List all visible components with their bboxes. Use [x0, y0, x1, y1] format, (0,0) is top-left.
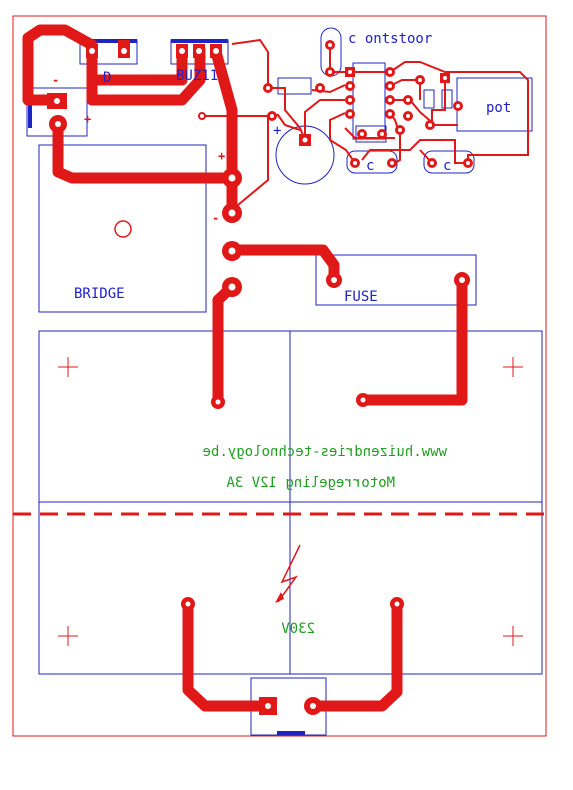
- cap-a-label: c: [366, 158, 374, 174]
- fuse-outline: [315, 254, 477, 306]
- board-outline: [12, 15, 547, 737]
- title-text: Motorregeling 12V 3A: [226, 475, 395, 491]
- pads: [47, 40, 473, 715]
- transistor-label: BUZ11: [176, 68, 218, 84]
- diode-label: D: [103, 70, 111, 86]
- mains-voltage-text: 230V: [281, 621, 315, 637]
- pot-label: pot: [486, 100, 511, 116]
- bridge-minus-label: -: [212, 211, 219, 225]
- high-voltage-symbol: [277, 544, 301, 603]
- elco-plus-label: +: [273, 123, 281, 139]
- dc-plus-label: +: [84, 112, 91, 126]
- bridge-outline: [38, 144, 207, 313]
- website-text: www.huizendries-technology.be: [203, 444, 447, 460]
- power-traces: [22, 24, 468, 712]
- bridge-label: BRIDGE: [74, 286, 125, 302]
- fuse-label: FUSE: [344, 289, 378, 305]
- cap-b-label: c: [443, 158, 451, 174]
- dc-minus-label: -: [52, 73, 59, 87]
- decoupling-cap-label: c ontstoor: [348, 31, 432, 47]
- bridge-plus-label: +: [218, 149, 225, 163]
- transformer-outline: [38, 330, 543, 675]
- signal-traces: [202, 38, 529, 211]
